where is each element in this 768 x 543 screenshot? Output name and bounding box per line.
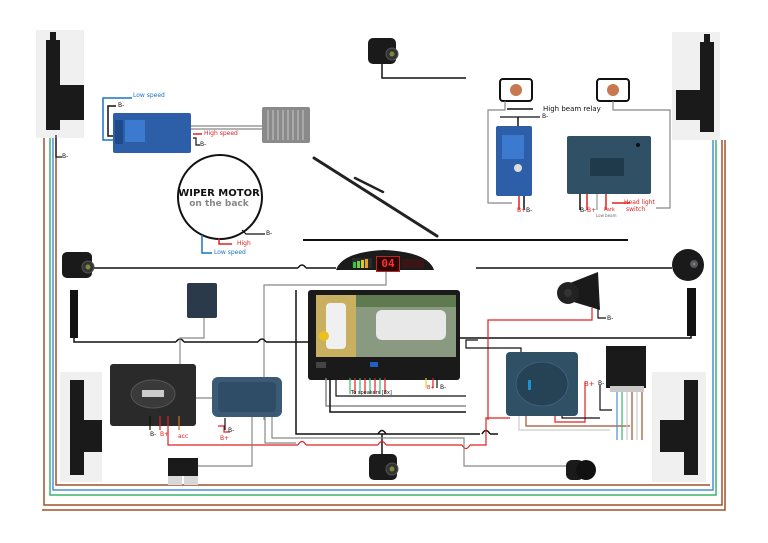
door-lock-actuator[interactable] [652,372,706,482]
headlight-wires [579,194,630,210]
alarm-siren[interactable] [557,272,600,310]
low-beam-label: Low beam [596,213,617,218]
b-plus-label: B+ [584,380,595,388]
b-minus-label: B- [526,207,533,214]
wiper-motor[interactable] [177,154,263,240]
high-label: High [237,240,251,247]
power-wire [470,417,510,446]
front-camera[interactable] [368,38,399,64]
camera-control-box[interactable] [212,377,282,417]
rain-sensor[interactable] [262,107,310,143]
signal-wire [179,318,205,365]
headlight-control-module[interactable] [567,136,651,194]
high-beam-relay-module[interactable] [496,126,532,196]
ground-wire [465,339,522,352]
door-lock-actuator[interactable] [672,32,720,140]
b-minus-label: B- [200,141,207,148]
b-minus-label: B- [118,102,125,109]
alarm-module[interactable] [187,283,217,318]
wire-crossover [297,264,307,269]
central-lock-controller[interactable] [506,352,578,416]
parking-sensor[interactable] [566,460,596,480]
ground-wire [295,290,480,435]
ground-wire [460,336,692,339]
b-minus-label: B- [228,427,235,434]
switch-label: switch [626,206,646,213]
control-module[interactable] [606,346,646,392]
b-plus-label: B+ [220,435,230,442]
b-minus-label: B- [62,153,69,160]
power-wire [487,308,593,420]
acc-label: acc [178,433,189,440]
b-plus-label: B+ [160,431,170,438]
ground-wire [241,229,265,235]
wiper-motor-title: WIPER MOTOR [178,188,260,199]
head-light-label: Head light [624,199,655,206]
low-speed-label: Low speed [214,249,246,256]
module-wires [599,385,643,440]
android-head-unit[interactable] [308,290,460,380]
right-camera[interactable] [672,249,704,281]
high-wire [218,238,232,245]
b-minus-label: B- [440,384,447,391]
side-sensor-bar[interactable] [70,290,78,338]
signal-wire [198,417,253,467]
side-sensor-bar[interactable] [687,288,696,336]
b-plus-label: B+ [517,207,527,214]
rear-camera[interactable] [369,454,399,480]
high-beam-relay-label: High beam relay [543,105,601,113]
signal-wire [612,101,671,209]
parking-display-readout: 04 [376,256,400,272]
door-lock-actuator[interactable] [60,372,102,482]
signal-wire [487,101,512,204]
door-lock-actuator[interactable] [36,30,84,138]
alarm-wires [149,416,298,446]
b-minus-label: B- [542,113,549,120]
wire-crossover [257,338,267,343]
b-minus-label: B- [598,380,605,387]
light-sensor[interactable] [499,78,533,102]
wire-crossover [377,429,387,435]
left-camera[interactable] [62,252,95,278]
ground-wire [73,338,176,343]
to-speakers-label: To speakers [8x] [351,390,392,396]
signal-wire [325,378,466,407]
ground-wire [107,105,116,137]
head-unit-wires [335,378,466,397]
b-minus-label: B- [607,315,614,322]
wiper-arm[interactable] [312,156,439,238]
ground-wire [329,378,466,413]
camera-wire [381,64,466,79]
ground-wire [55,135,62,158]
lock-controller-wires [518,382,630,431]
signal-wire [264,417,296,444]
signal-wire [191,125,262,130]
b-minus-label: B- [150,431,157,438]
camera-box-wires [218,418,230,433]
rain-relay-module[interactable] [113,113,191,153]
b-plus-label: B+ [427,385,435,391]
low-speed-wire [102,97,132,141]
ground-wire [597,308,606,319]
light-sensor[interactable] [596,78,630,102]
wire-crossover [461,444,471,450]
park-label: Park [604,207,615,213]
signal-wire [263,272,387,420]
connector-block[interactable] [168,458,198,485]
car-alarm-control-unit[interactable] [110,364,196,426]
b-minus-label: B- [580,207,587,214]
wiper-motor-subtitle: on the back [189,199,249,209]
wire-crossover [377,440,387,446]
high-speed-label: High speed [204,130,238,137]
wire-crossover [297,440,307,446]
ground-wire [193,137,200,146]
b-plus-label: B+ [587,207,597,214]
signal-wire [271,417,572,467]
low-speed-wire [201,235,212,254]
low-speed-label: Low speed [133,92,165,99]
wire-bus [42,130,726,511]
b-minus-label: B- [266,230,273,237]
